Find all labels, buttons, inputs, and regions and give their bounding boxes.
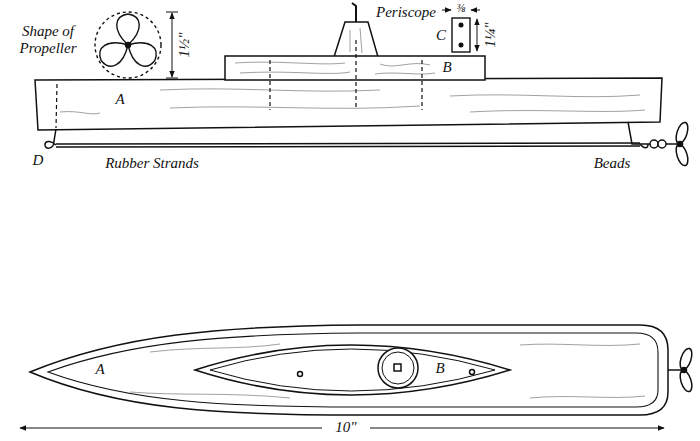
- dimension-label: 1½": [176, 32, 193, 57]
- propeller-hub: [678, 142, 683, 147]
- conning-tower: [334, 22, 378, 57]
- propeller-blade: [122, 35, 160, 70]
- dimension-line: [172, 13, 173, 77]
- propeller-shaft: [668, 369, 682, 371]
- wood-grain: [60, 89, 645, 114]
- tower-base: [378, 348, 418, 388]
- tower-top: [382, 352, 414, 384]
- propeller-shape: [95, 12, 161, 78]
- side-view: [35, 3, 690, 167]
- shaft-bracket: [628, 122, 646, 144]
- rubber-strand: [56, 146, 640, 147]
- wood-grain: [235, 62, 435, 74]
- dimension-line: [477, 19, 478, 51]
- part-label: Rubber Strands: [105, 155, 199, 172]
- figure-caption: Shape of Propeller: [8, 23, 88, 58]
- dimension-tick: [166, 12, 178, 13]
- part-label: A: [115, 91, 124, 108]
- screw: [421, 60, 422, 110]
- wood-grain: [130, 344, 645, 398]
- dimension-label: 1¼": [482, 22, 499, 47]
- dimension-arrow: [442, 10, 451, 11]
- bead: [650, 140, 658, 148]
- propeller-hub: [126, 43, 131, 48]
- periscope-socket: [394, 364, 401, 371]
- dimension-label: ⅜: [457, 2, 466, 16]
- propeller-blade: [117, 14, 140, 45]
- hull-outline: [30, 325, 668, 415]
- part-label: B: [442, 59, 451, 76]
- rubber-strand: [56, 143, 640, 144]
- plate-hole: [459, 43, 463, 47]
- top-view: [30, 325, 694, 415]
- part-label: Beads: [594, 155, 631, 172]
- part-label: Periscope: [376, 4, 436, 21]
- plate: [452, 18, 470, 52]
- hull-a: [35, 78, 662, 130]
- screw-hole: [470, 370, 475, 375]
- hook-d: [45, 129, 56, 148]
- hull-rim: [48, 333, 658, 407]
- propeller-hub: [682, 368, 687, 373]
- screw: [355, 40, 356, 110]
- deck-b: [225, 56, 485, 80]
- propeller-blade: [674, 121, 690, 145]
- screw-hole: [298, 372, 303, 377]
- dimension-label: 10": [332, 419, 359, 436]
- propeller-blade: [678, 369, 694, 393]
- screw: [269, 60, 270, 110]
- part-label: A: [95, 361, 104, 378]
- bead: [658, 140, 666, 148]
- deck-outline: [195, 345, 510, 395]
- dimension-tick: [166, 78, 178, 79]
- periscope: [352, 3, 356, 22]
- part-label: C: [436, 27, 446, 44]
- plate-hole: [459, 23, 463, 27]
- hook-wire: [56, 84, 57, 128]
- part-label: B: [435, 360, 444, 377]
- deck-rim: [210, 349, 495, 391]
- propeller-circle: [95, 12, 161, 78]
- dimension-line: [370, 428, 664, 429]
- part-label: D: [33, 152, 44, 169]
- propeller-dimension: [166, 12, 178, 78]
- propeller-blade: [96, 35, 134, 70]
- plate-c: [442, 10, 480, 52]
- propeller-blade: [678, 347, 694, 371]
- propeller-blade: [674, 143, 690, 167]
- dimension-arrow: [471, 10, 480, 11]
- dimension-line: [20, 428, 322, 429]
